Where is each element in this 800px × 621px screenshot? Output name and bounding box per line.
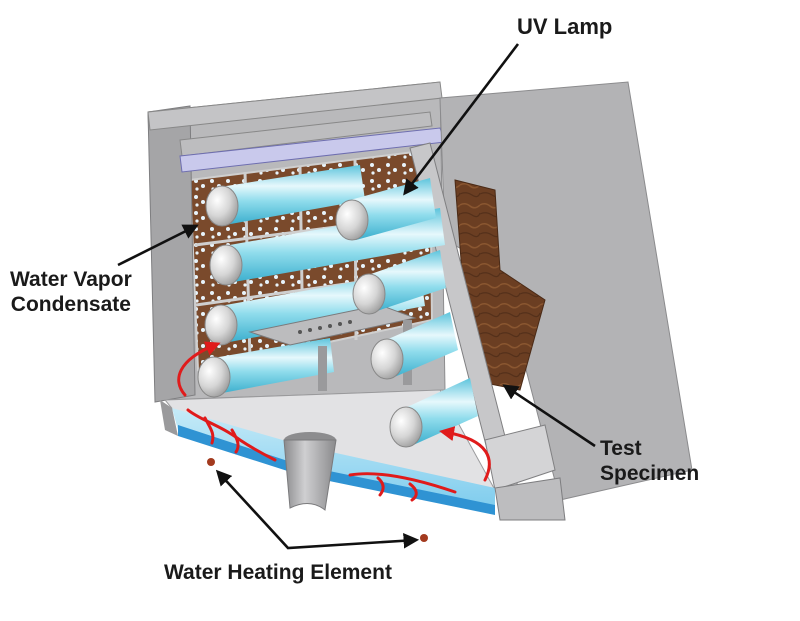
- uv-lamp: [352, 250, 446, 315]
- leader-heating-element: [215, 469, 420, 550]
- label-water-vapor-line1: Water Vapor: [10, 268, 132, 291]
- label-test-specimen: Test Specimen: [600, 436, 699, 486]
- uv-lamp: [389, 378, 478, 448]
- leader-test-specimen: [502, 384, 596, 448]
- left-wall: [147, 105, 196, 403]
- label-water-heating-element: Water Heating Element: [164, 561, 392, 584]
- label-test-specimen-line1: Test: [600, 437, 642, 460]
- heating-element-left: [207, 458, 215, 466]
- uv-lamp: [197, 338, 334, 398]
- leader-water-vapor: [117, 224, 199, 267]
- label-water-vapor-condensate: Water Vapor Condensate: [10, 267, 132, 317]
- label-uv-lamp: UV Lamp: [517, 14, 613, 39]
- label-water-vapor-line2: Condensate: [10, 293, 131, 316]
- leader-lines: [117, 43, 596, 550]
- uv-lamp: [370, 312, 458, 380]
- specimen-rack-base: [484, 424, 556, 491]
- uv-lamp: [205, 165, 365, 227]
- top-rail: [147, 81, 446, 173]
- drain-pipe: [283, 432, 337, 511]
- leader-uv-lamp: [403, 43, 520, 196]
- front-rail: [494, 477, 566, 521]
- heating-element-right: [420, 534, 428, 542]
- label-test-specimen-line2: Specimen: [600, 462, 700, 485]
